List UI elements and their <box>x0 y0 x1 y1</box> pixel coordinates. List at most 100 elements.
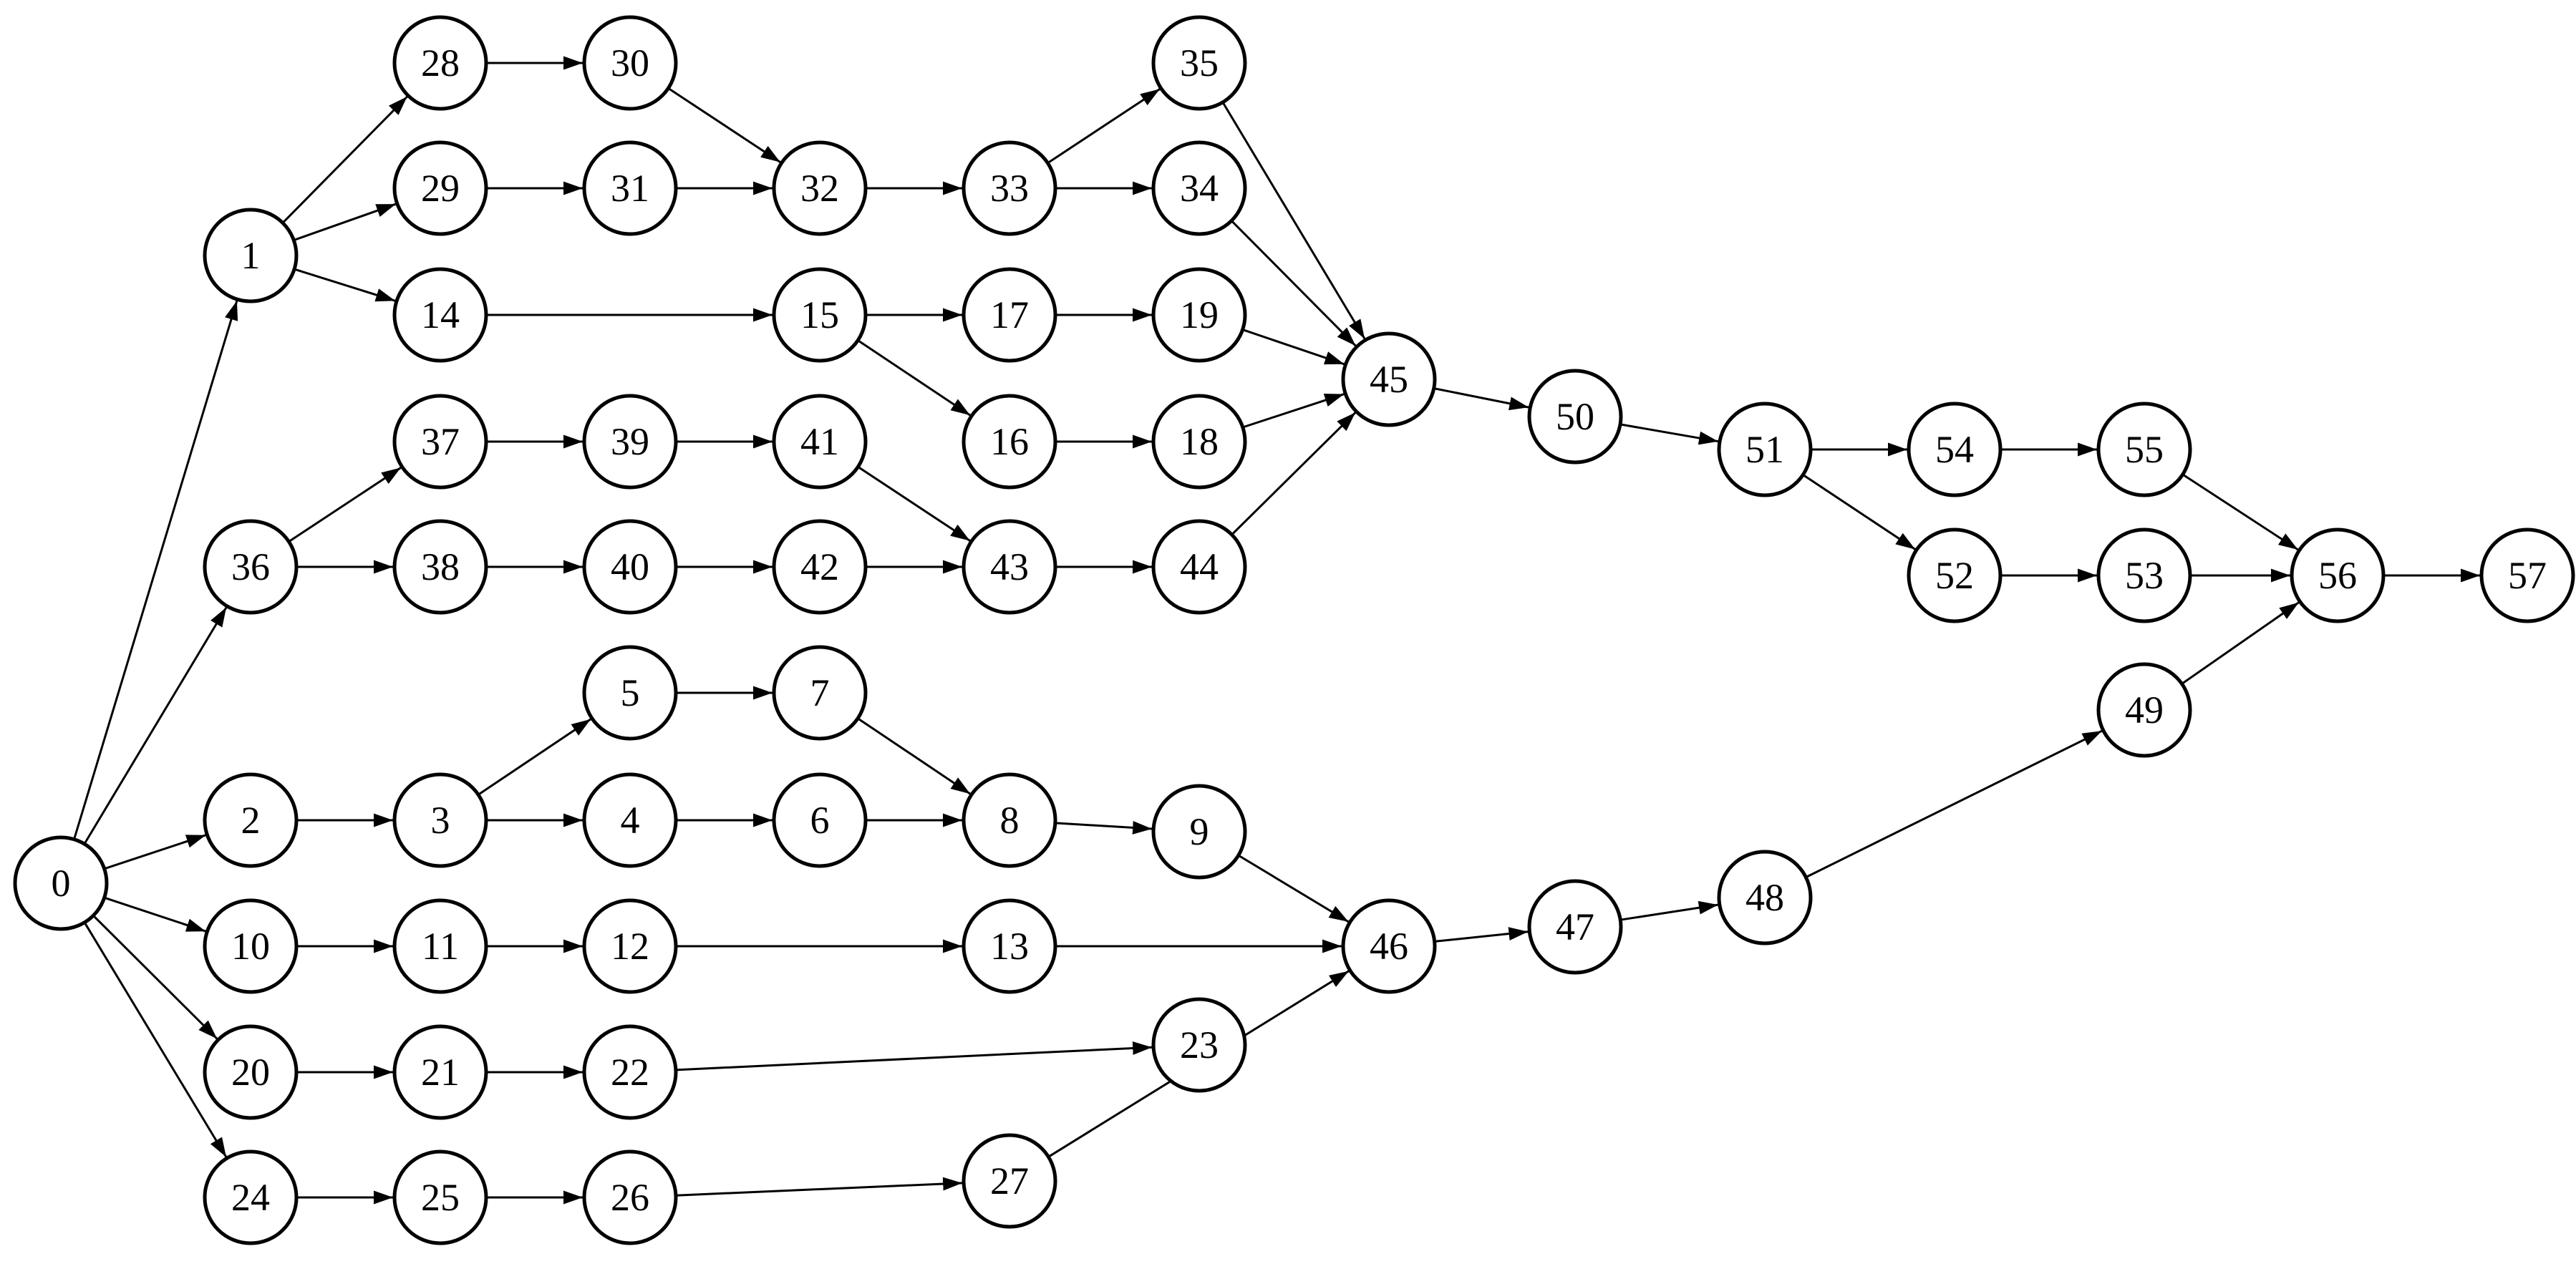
node-47: 47 <box>1527 879 1623 975</box>
node-circle <box>962 898 1057 994</box>
node-24: 24 <box>203 1149 299 1245</box>
node-label: 24 <box>231 1176 270 1219</box>
node-label: 29 <box>421 167 460 210</box>
node-34: 34 <box>1151 140 1247 236</box>
edge-50-to-51 <box>1619 423 1719 445</box>
node-circle <box>203 1024 299 1120</box>
edge-19-to-45 <box>1242 329 1345 366</box>
node-circle <box>392 1024 488 1120</box>
node-label: 25 <box>421 1176 460 1219</box>
node-circle <box>1151 997 1247 1093</box>
edge-49-to-56 <box>2181 601 2300 685</box>
edge-0-to-10 <box>104 896 206 933</box>
node-circle <box>582 645 678 741</box>
edge-41-to-43 <box>857 466 971 542</box>
node-label: 44 <box>1180 545 1219 588</box>
node-11: 11 <box>392 898 488 994</box>
edge-1-to-29 <box>293 203 397 242</box>
node-circle <box>1151 784 1247 880</box>
node-label: 19 <box>1180 293 1219 336</box>
node-circle <box>962 519 1057 615</box>
node-circle <box>962 140 1057 236</box>
node-label: 16 <box>990 420 1029 463</box>
node-36: 36 <box>203 519 299 615</box>
node-circle <box>2479 527 2575 623</box>
node-label: 55 <box>2125 428 2164 471</box>
node-label: 56 <box>2318 554 2357 597</box>
node-circle <box>2096 527 2192 623</box>
node-32: 32 <box>772 140 868 236</box>
node-49: 49 <box>2096 662 2192 758</box>
node-label: 41 <box>800 420 839 463</box>
node-label: 13 <box>990 925 1029 968</box>
node-9: 9 <box>1151 784 1247 880</box>
edge-18-to-45 <box>1242 393 1345 429</box>
node-46: 46 <box>1341 898 1437 994</box>
node-44: 44 <box>1151 519 1247 615</box>
node-label: 1 <box>241 234 261 277</box>
node-circle <box>13 835 109 931</box>
node-label: 20 <box>231 1051 270 1094</box>
node-label: 53 <box>2125 554 2164 597</box>
node-label: 38 <box>421 545 460 588</box>
node-circle <box>203 898 299 994</box>
edge-0-to-20 <box>92 915 218 1040</box>
node-label: 11 <box>422 925 459 968</box>
node-26: 26 <box>582 1149 678 1245</box>
edge-36-to-37 <box>288 467 402 543</box>
node-label: 46 <box>1370 925 1408 968</box>
node-50: 50 <box>1527 369 1623 465</box>
node-label: 2 <box>241 799 261 842</box>
node-label: 26 <box>611 1176 649 1219</box>
node-label: 3 <box>431 799 450 842</box>
node-circle <box>2290 527 2386 623</box>
node-circle <box>392 898 488 994</box>
node-circle <box>392 140 488 236</box>
node-circle <box>582 1024 678 1120</box>
node-27: 27 <box>962 1133 1057 1229</box>
node-circle <box>1151 519 1247 615</box>
node-label: 47 <box>1556 905 1594 948</box>
node-43: 43 <box>962 519 1057 615</box>
edge-8-to-9 <box>1055 820 1153 835</box>
edge-55-to-56 <box>2182 473 2299 551</box>
node-label: 32 <box>800 167 839 210</box>
node-circle <box>1527 369 1623 465</box>
node-circle <box>1151 15 1247 111</box>
node-circle <box>1717 850 1813 945</box>
node-label: 0 <box>52 862 71 905</box>
edge-0-to-24 <box>83 922 228 1158</box>
node-1: 1 <box>203 208 299 303</box>
node-circle <box>1151 394 1247 490</box>
node-25: 25 <box>392 1149 488 1245</box>
edge-0-to-36 <box>83 606 228 845</box>
node-57: 57 <box>2479 527 2575 623</box>
node-circle <box>392 394 488 490</box>
node-circle <box>1527 879 1623 975</box>
node-label: 4 <box>621 799 640 842</box>
edge-33-to-35 <box>1047 88 1161 164</box>
node-circle <box>772 645 868 741</box>
node-39: 39 <box>582 394 678 490</box>
edge-0-to-2 <box>104 834 206 870</box>
node-circle <box>203 772 299 868</box>
node-16: 16 <box>962 394 1057 490</box>
node-label: 54 <box>1935 428 1974 471</box>
edge-34-to-45 <box>1231 220 1357 347</box>
node-label: 14 <box>421 293 460 336</box>
node-label: 39 <box>611 420 649 463</box>
node-circle <box>203 519 299 615</box>
node-35: 35 <box>1151 15 1247 111</box>
edge-51-to-52 <box>1802 474 1916 550</box>
node-54: 54 <box>1907 402 2003 497</box>
edge-30-to-32 <box>667 87 781 163</box>
edge-22-to-23 <box>675 1041 1153 1071</box>
node-45: 45 <box>1341 331 1437 427</box>
edge-9-to-46 <box>1238 854 1350 923</box>
node-28: 28 <box>392 15 488 111</box>
node-label: 43 <box>990 545 1029 588</box>
node-55: 55 <box>2096 402 2192 497</box>
node-circle <box>203 1149 299 1245</box>
node-label: 17 <box>990 293 1029 336</box>
